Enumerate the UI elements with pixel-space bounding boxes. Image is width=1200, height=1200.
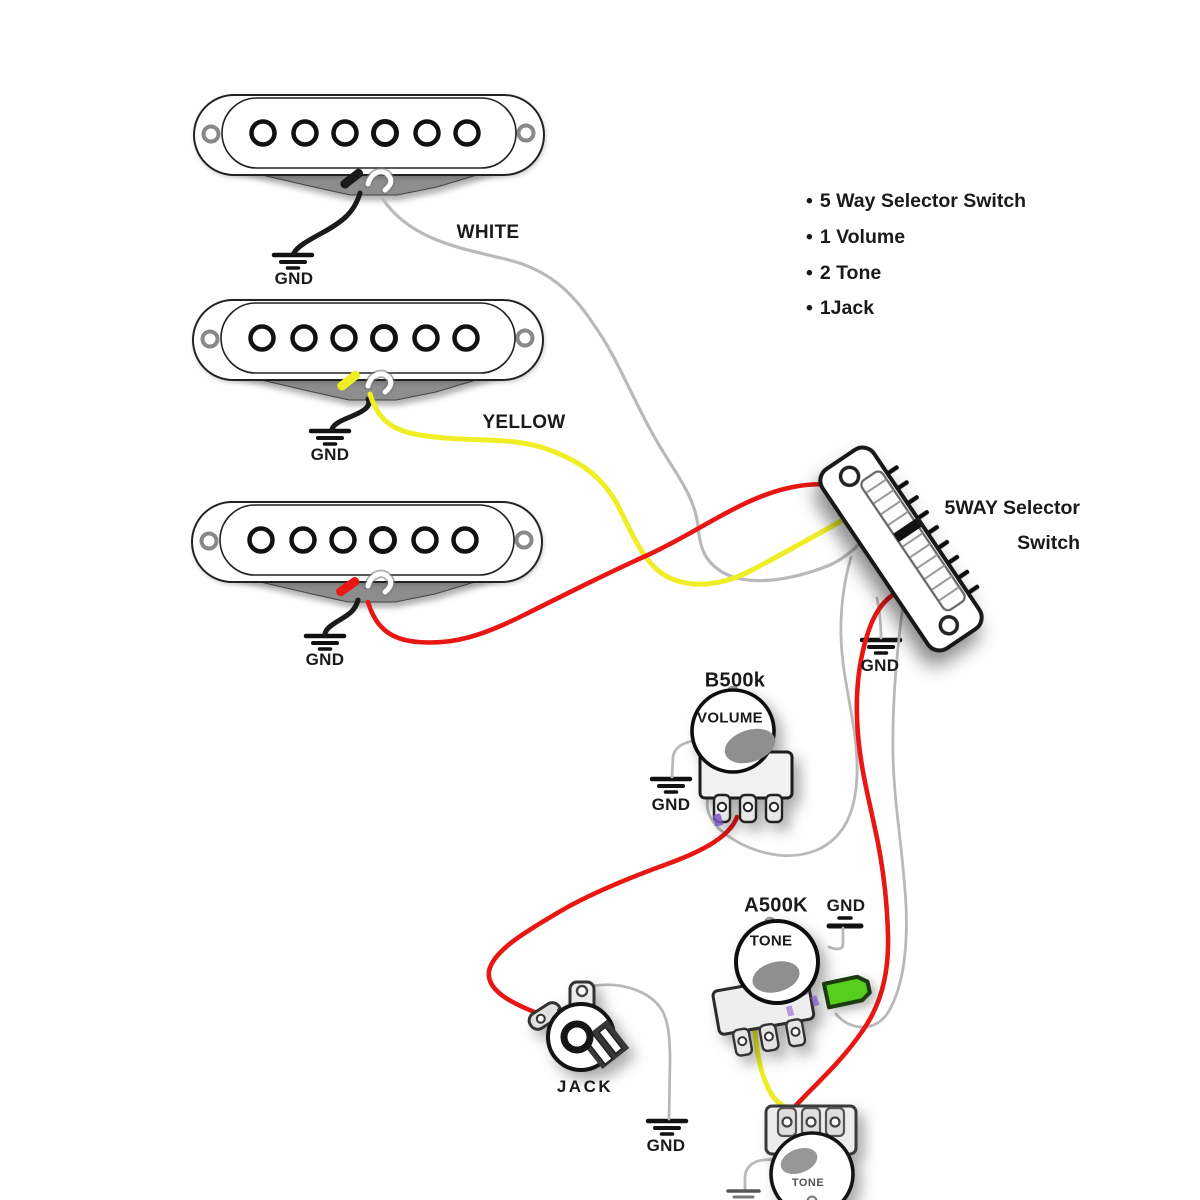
tone-pot-2	[764, 1104, 858, 1200]
yellow-wire-label: YELLOW	[482, 412, 566, 433]
tone2-ground-lead	[743, 1158, 778, 1193]
neck-pickup	[194, 95, 544, 196]
switch-to-tone-wire	[834, 596, 908, 1029]
tone-pot-value-label: A500K	[744, 894, 808, 917]
switch-label: 5WAY Selector Switch	[945, 491, 1081, 561]
switch-wiper	[893, 518, 922, 543]
capacitor-body	[821, 974, 872, 1010]
gnd-label-tone: GND	[826, 896, 866, 915]
gnd-label-neck: GND	[274, 269, 314, 288]
switch-contact-strip	[860, 470, 966, 612]
neck-pickup-body	[194, 95, 544, 175]
switch-solder-pins	[887, 465, 980, 594]
jack-tab-hole	[575, 984, 589, 998]
tone-knob-label: TONE	[749, 932, 793, 950]
middle-pickup	[193, 300, 543, 401]
parts-list-item: 2 Tone	[806, 256, 1026, 292]
ground-symbol-middle	[311, 431, 349, 444]
switch-label-line1: 5WAY Selector	[944, 497, 1081, 519]
bridge-pickup	[192, 502, 542, 603]
tone-lug-solder	[810, 995, 820, 1007]
volume-pot-lugs	[712, 793, 784, 824]
middle-pickup-body	[193, 300, 543, 380]
ground-symbol-volume	[652, 779, 690, 792]
tone-knob-highlight	[752, 961, 800, 993]
gnd-label-volume: GND	[651, 795, 691, 814]
volume-knob-label: VOLUME	[697, 709, 763, 727]
selector-switch	[818, 445, 984, 653]
gnd-label-bridge: GND	[305, 650, 345, 669]
white-wire-label: WHITE	[456, 222, 520, 243]
volume-to-jack-red-wire	[486, 814, 740, 1018]
bridge-ground-wire	[322, 597, 361, 637]
switch-label-line2: Switch	[1017, 532, 1080, 554]
volume-pot	[690, 685, 794, 827]
volume-lug-solder	[713, 813, 723, 827]
ground-symbol-switch	[862, 640, 900, 653]
tone-capacitor	[821, 974, 872, 1010]
tone-ground-lead	[827, 926, 845, 951]
tone2-knob-highlight	[780, 1147, 818, 1175]
jack-ground-lead	[590, 983, 672, 1121]
switch-mount-hole	[838, 465, 861, 488]
ground-symbol-bridge	[306, 636, 344, 649]
switch-mount-hole	[938, 615, 960, 636]
middle-yellow-wire	[367, 391, 869, 587]
tone-pot	[711, 916, 820, 1057]
bridge-pickup-body	[192, 502, 542, 582]
neck-white-wire	[380, 196, 866, 583]
ground-symbol-jack	[648, 1121, 686, 1134]
parts-list-item: 1 Volume	[806, 220, 1026, 256]
parts-list: 5 Way Selector Switch 1 Volume 2 Tone 1J…	[806, 184, 1026, 327]
gnd-label-jack: GND	[646, 1136, 686, 1155]
volume-knob-highlight	[724, 728, 776, 764]
tone2-shaft-nub	[806, 1195, 818, 1200]
parts-list-item: 5 Way Selector Switch	[806, 184, 1026, 220]
switch-ground-lead	[875, 596, 883, 640]
neck-ground-wire	[291, 190, 363, 256]
jack-bore	[560, 1020, 594, 1054]
tone-lug-solder	[785, 1005, 795, 1017]
jack-label: JACK	[556, 1077, 614, 1096]
bridge-red-wire	[365, 482, 876, 645]
switch-to-tone2-red-wire	[787, 581, 934, 1115]
tone2-knob-label: TONE	[791, 1177, 825, 1189]
gnd-label-switch: GND	[860, 656, 900, 675]
ground-symbol-tone	[826, 916, 864, 929]
output-jack	[527, 980, 630, 1072]
gnd-label-middle: GND	[310, 445, 350, 464]
middle-ground-wire	[329, 396, 372, 432]
volume-pot-value-label: B500k	[704, 669, 766, 692]
parts-list-item: 1Jack	[806, 291, 1026, 327]
ground-symbol-neck	[274, 255, 312, 268]
